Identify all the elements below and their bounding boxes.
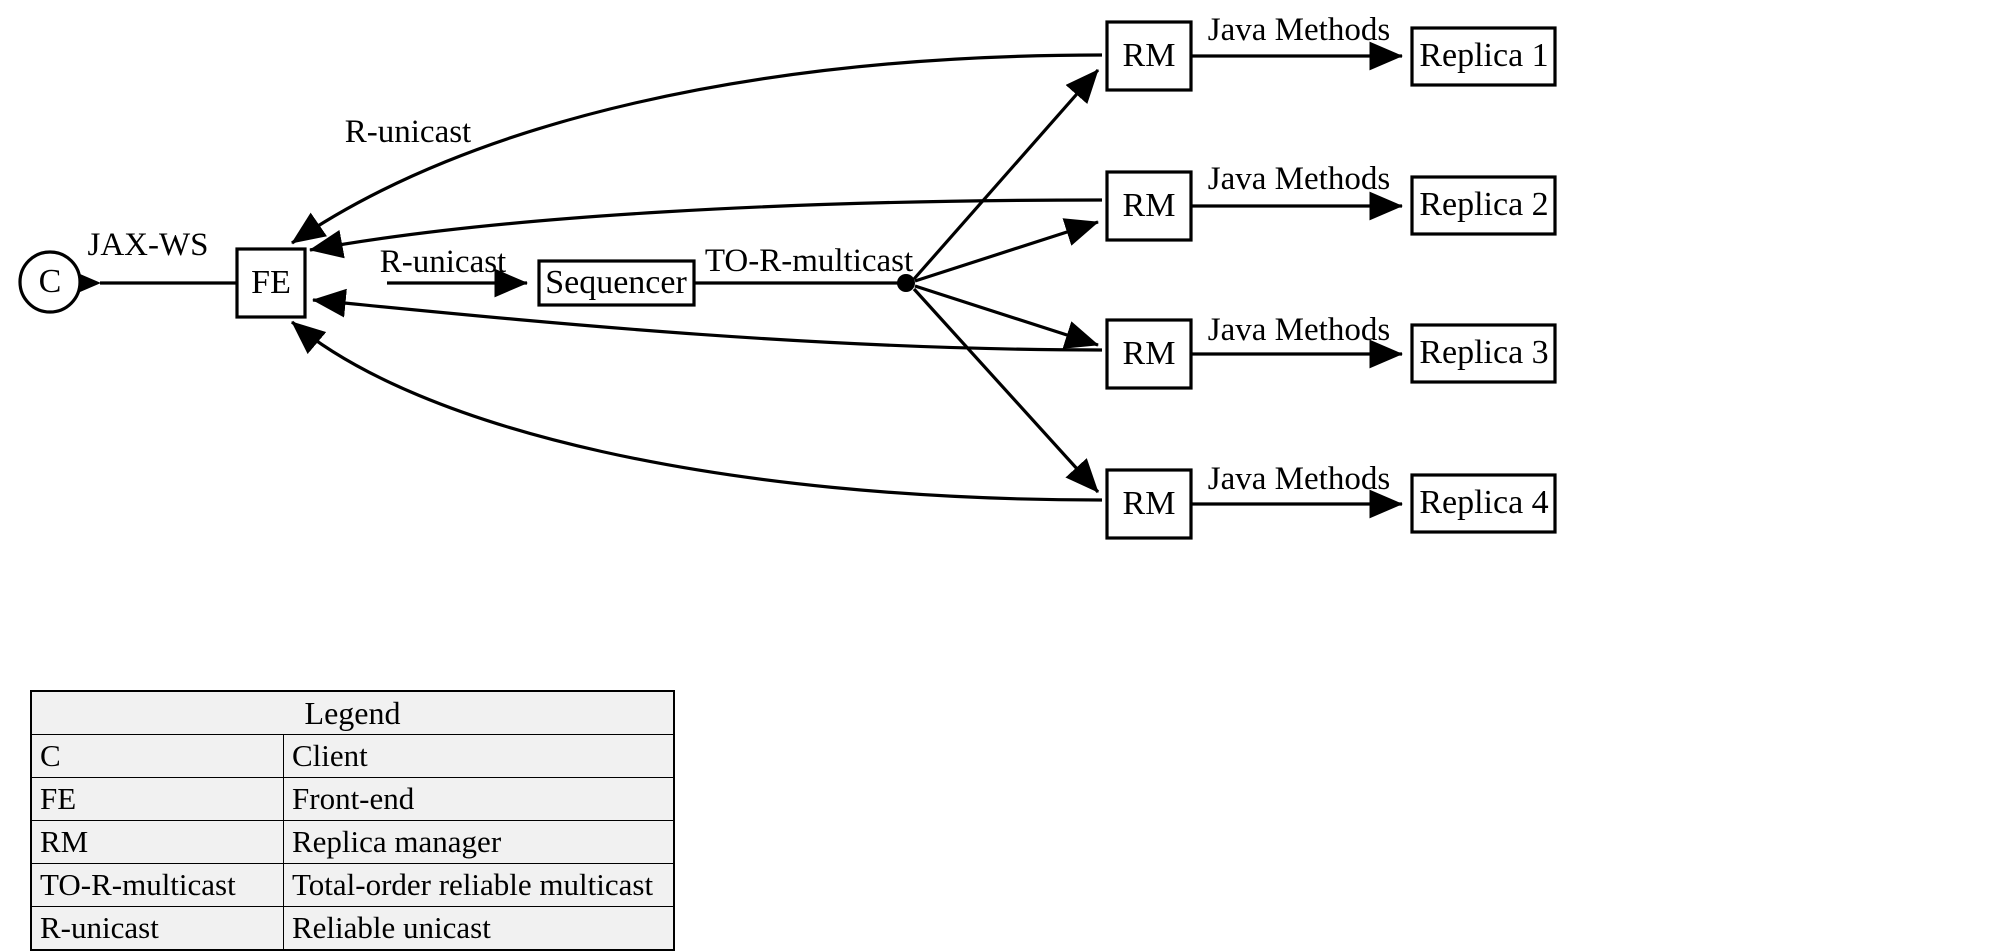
- edge-hub-rm2: [914, 218, 1099, 283]
- edge-hub-rm4: [912, 287, 1100, 494]
- node-replica1[interactable]: Replica 1: [1410, 26, 1557, 87]
- legend-value-fe: Front-end: [283, 777, 675, 821]
- legend-key-r-unicast: R-unicast: [30, 906, 284, 951]
- node-rm2-label: RM: [1123, 187, 1176, 224]
- legend-key-rm: RM: [30, 820, 284, 864]
- node-rm3[interactable]: RM: [1105, 318, 1193, 390]
- legend-value-to-r-multicast: Total-order reliable multicast: [283, 863, 675, 907]
- multicast-hub-dot: [897, 274, 915, 292]
- node-replica3[interactable]: Replica 3: [1410, 323, 1557, 384]
- table-row: TO-R-multicast Total-order reliable mult…: [30, 863, 675, 907]
- edge-label-r-unicast-top: R-unicast: [345, 114, 471, 150]
- legend-key-to-r-multicast: TO-R-multicast: [30, 863, 284, 907]
- node-rm1-label: RM: [1123, 37, 1176, 74]
- node-replica4[interactable]: Replica 4: [1410, 473, 1557, 534]
- node-sequencer-label: Sequencer: [545, 264, 687, 301]
- architecture-diagram: C FE Sequencer RM RM RM RM: [18, 12, 1557, 540]
- node-sequencer[interactable]: Sequencer: [537, 259, 696, 307]
- node-client[interactable]: C: [18, 250, 82, 314]
- legend-key-c: C: [30, 734, 284, 778]
- node-rm4-label: RM: [1123, 485, 1176, 522]
- edge-hub-rm3: [914, 284, 1099, 349]
- edge-label-java-methods-2: Java Methods: [1208, 161, 1390, 197]
- edge-label-to-r-multicast: TO-R-multicast: [705, 243, 913, 279]
- edge-label-java-methods-1: Java Methods: [1208, 12, 1390, 48]
- node-rm4[interactable]: RM: [1105, 468, 1193, 540]
- edge-rm1-fe: [291, 53, 1103, 245]
- legend-title-row: Legend: [30, 690, 675, 735]
- edge-label-jax-ws: JAX-WS: [88, 227, 209, 263]
- legend-table: Legend C Client FE Front-end RM Replica …: [30, 690, 675, 951]
- node-rm3-label: RM: [1123, 335, 1176, 372]
- legend-title: Legend: [30, 690, 675, 735]
- table-row: FE Front-end: [30, 777, 675, 821]
- edge-label-r-unicast-mid: R-unicast: [380, 244, 506, 280]
- table-row: R-unicast Reliable unicast: [30, 906, 675, 951]
- node-replica2-label: Replica 2: [1419, 186, 1548, 223]
- node-fe-label: FE: [251, 264, 291, 301]
- legend-value-r-unicast: Reliable unicast: [283, 906, 675, 951]
- edge-rm2-fe: [309, 198, 1103, 259]
- node-client-label: C: [39, 263, 62, 300]
- legend-key-fe: FE: [30, 777, 284, 821]
- legend-value-rm: Replica manager: [283, 820, 675, 864]
- node-rm2[interactable]: RM: [1105, 170, 1193, 242]
- edge-label-java-methods-4: Java Methods: [1208, 461, 1390, 497]
- edge-rm3-fe: [312, 288, 1103, 352]
- node-replica4-label: Replica 4: [1419, 484, 1548, 521]
- node-replica1-label: Replica 1: [1419, 37, 1548, 74]
- diagram-canvas: C FE Sequencer RM RM RM RM: [18, 12, 1557, 951]
- table-row: RM Replica manager: [30, 820, 675, 864]
- node-fe[interactable]: FE: [235, 247, 307, 319]
- edge-label-java-methods-3: Java Methods: [1208, 312, 1390, 348]
- edge-rm4-fe: [290, 320, 1103, 502]
- node-replica2[interactable]: Replica 2: [1410, 175, 1557, 236]
- node-replica3-label: Replica 3: [1419, 334, 1548, 371]
- legend-value-c: Client: [283, 734, 675, 778]
- node-rm1[interactable]: RM: [1105, 20, 1193, 92]
- table-row: C Client: [30, 734, 675, 778]
- edge-hub-rm1: [912, 68, 1100, 281]
